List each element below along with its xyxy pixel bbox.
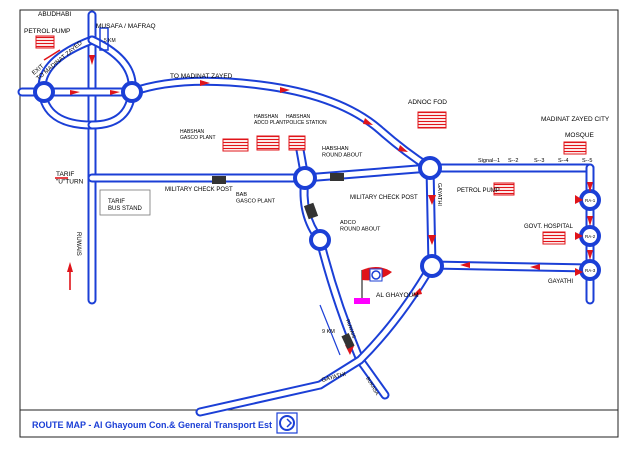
km-marker [99, 27, 109, 51]
arrow-icon [428, 235, 436, 245]
label-musafa: MUSAFA / MAFRAQ [96, 23, 156, 30]
label-tarif-uturn: TARIF"U"TURN [56, 171, 84, 185]
label-al-ghayoum: AL GHAYOUM [376, 292, 419, 299]
label-abudhabi: ABUDHABI [38, 11, 71, 18]
arrow-icon [587, 216, 593, 226]
label-ruwais: RUWAIS [75, 232, 81, 256]
arrow-icon [398, 145, 408, 152]
label-s2: S--2 [508, 158, 518, 164]
arrow-icon [575, 268, 583, 276]
label-s4: S--4 [558, 158, 568, 164]
checkpost-icon [341, 332, 355, 350]
bus-stand-box [99, 189, 151, 216]
building-icon [222, 138, 249, 152]
arrow-icon [110, 90, 120, 95]
arrow-icon [587, 182, 593, 192]
arrow-icon [575, 195, 583, 204]
arrow-icon [200, 80, 210, 86]
arrow-icon [587, 250, 593, 260]
arrow-icon [460, 262, 470, 268]
buildings [35, 27, 587, 356]
label-petrol-pump-right: PETROL PUMP [457, 188, 500, 194]
label-km-bottom: 9 KM [322, 329, 335, 335]
arrow-icon [67, 262, 73, 272]
map-frame [19, 9, 619, 438]
building-icon [493, 182, 515, 196]
roundabout-adco [309, 229, 331, 251]
roundabout-adnoc [418, 156, 442, 180]
map-labels: ABUDHABI MUSAFA / MAFRAQ PETROL PUMP 5 K… [24, 11, 610, 397]
building-icon [417, 111, 447, 129]
footer-title: ROUTE MAP - Al Ghayoum Con.& General Tra… [32, 420, 272, 430]
arrow-icon [89, 55, 95, 65]
label-to-madinat: TO MADINAT ZAYED [170, 73, 233, 80]
label-military-check-2: MILITARY CHECK POST [350, 195, 418, 201]
building-icon [35, 35, 55, 49]
label-military-check-1: MILITARY CHECK POST [165, 187, 233, 193]
roundabout-gayathi [420, 254, 444, 278]
map-footer: ROUTE MAP - Al Ghayoum Con.& General Tra… [32, 412, 298, 434]
label-mosque: MOSQUE [565, 132, 595, 139]
building-icon [563, 141, 587, 155]
arrow-icon [530, 264, 540, 270]
arrow-icon [70, 90, 80, 95]
roundabout-habshan [293, 166, 317, 190]
label-signal1: Signal--1 [478, 158, 500, 164]
roundabout-top-right [121, 81, 143, 103]
label-govt-hospital: GOVT. HOSPITAL [524, 224, 574, 230]
arrow-icon [363, 118, 373, 125]
road-network [17, 10, 595, 417]
arrow-icon [280, 87, 290, 93]
label-ra2: RA-2 [585, 234, 596, 239]
label-s5: S--5 [582, 158, 592, 164]
label-petrol-pump-top: PETROL PUMP [24, 28, 70, 35]
al-ghayoum-marker [354, 266, 392, 304]
marker-base [354, 298, 370, 304]
arrow-icon [412, 288, 422, 296]
label-madinat-city: MADINAT ZAYED CITY [541, 116, 610, 123]
checkpost-icon [212, 176, 226, 184]
building-icon [256, 135, 280, 151]
label-ra1: RA-1 [585, 198, 596, 203]
label-km-top: 5 KM [104, 38, 116, 44]
building-icon [542, 231, 566, 245]
checkpost-icon [330, 173, 344, 181]
arrow-icon [575, 232, 583, 240]
checkpost-icon [303, 202, 319, 220]
label-ra3: RA-3 [585, 268, 596, 273]
roundabout-left [33, 81, 55, 103]
arrow-icon [428, 195, 436, 205]
label-adnoc-fod: ADNOC FOD [408, 99, 447, 106]
label-gayathi-right: GAYATHI [548, 279, 573, 285]
building-icon [288, 135, 306, 151]
label-gayathi-vertical: GAYATHI [436, 183, 442, 206]
label-s3: S--3 [534, 158, 544, 164]
roundabout-ra3 [579, 259, 601, 281]
